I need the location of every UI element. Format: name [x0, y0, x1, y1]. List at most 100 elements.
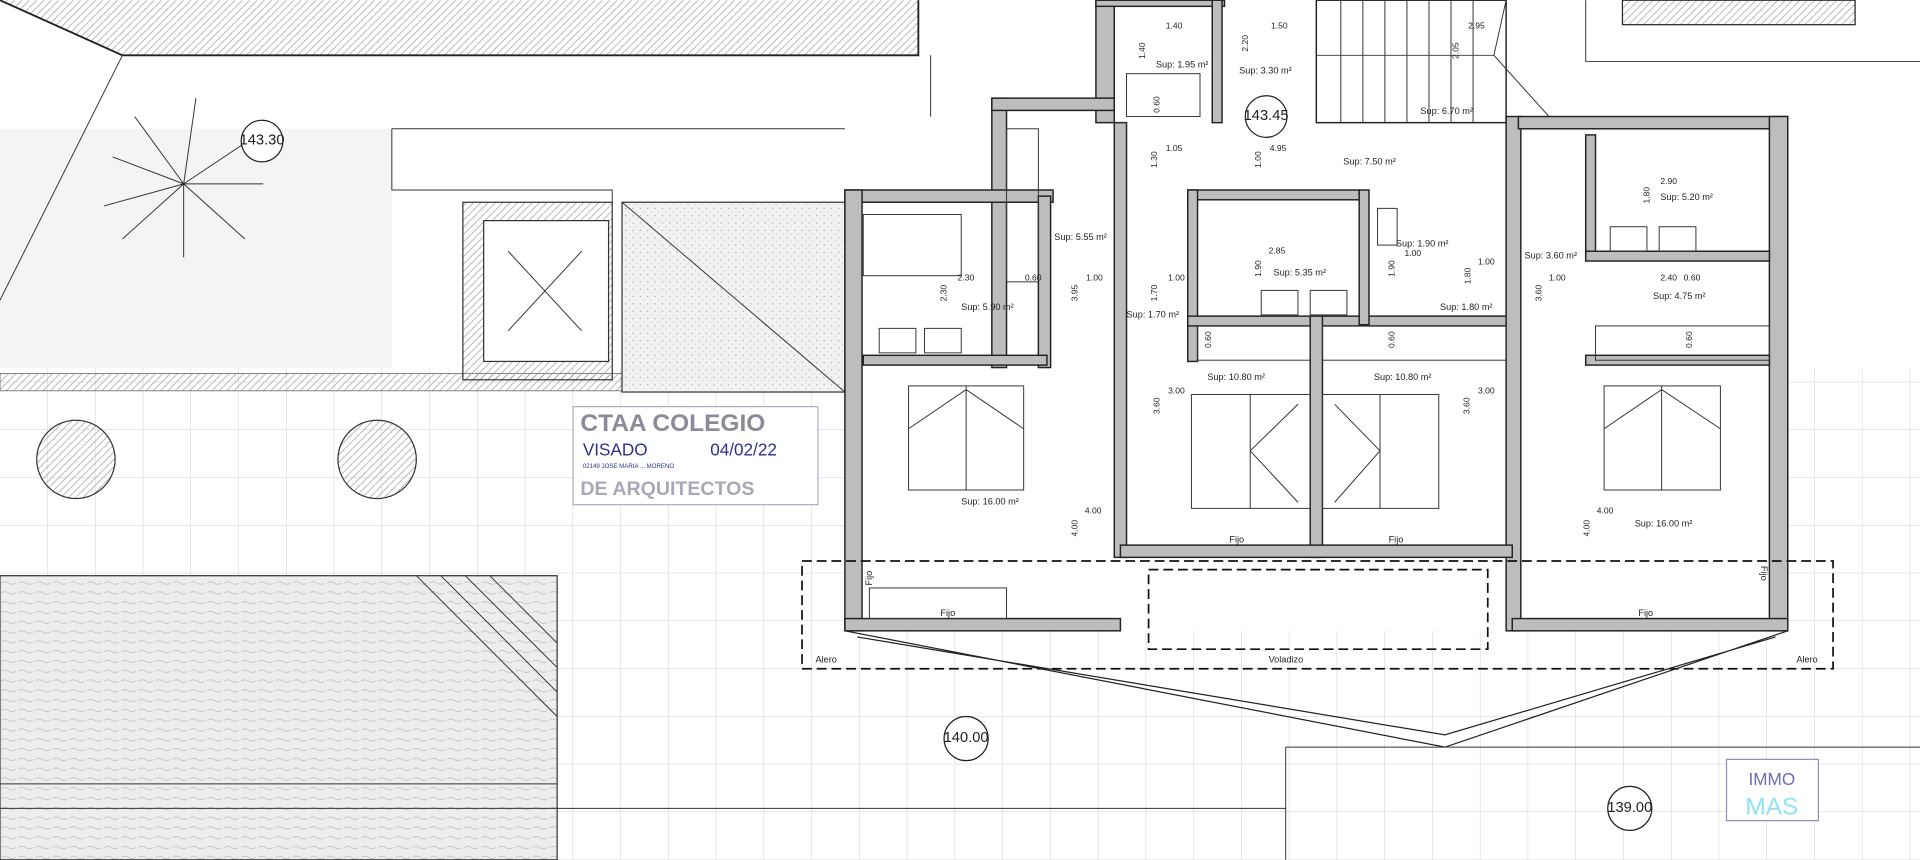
visado-stamp: CTAA COLEGIO VISADO 04/02/22 02149 JOSE … — [572, 406, 819, 506]
svg-text:Fijo: Fijo — [1638, 608, 1653, 618]
svg-text:1.05: 1.05 — [1166, 143, 1183, 153]
svg-text:MAS: MAS — [1745, 793, 1798, 820]
svg-text:1.00: 1.00 — [1168, 273, 1185, 283]
svg-text:Sup: 5.35 m²: Sup: 5.35 m² — [1273, 268, 1326, 278]
svg-text:2.05: 2.05 — [1450, 42, 1460, 59]
wardrobes — [1006, 73, 1770, 361]
palm-tree-icon — [103, 98, 264, 258]
walls — [844, 0, 1789, 632]
planter — [36, 419, 116, 500]
svg-text:0.60: 0.60 — [1387, 331, 1397, 348]
svg-text:Fijo: Fijo — [1389, 535, 1404, 545]
svg-text:1.80: 1.80 — [1641, 187, 1651, 204]
elevation-label: 140.00 — [944, 730, 989, 746]
svg-text:3.60: 3.60 — [1461, 397, 1471, 414]
svg-text:Sup: 1.90 m²: Sup: 1.90 m² — [1396, 238, 1449, 248]
svg-text:IMMO: IMMO — [1749, 769, 1796, 789]
svg-text:Sup: 16.00 m²: Sup: 16.00 m² — [961, 497, 1019, 507]
svg-text:3.00: 3.00 — [1478, 385, 1495, 395]
svg-text:Sup: 5.90 m²: Sup: 5.90 m² — [961, 302, 1014, 312]
svg-text:Fijo: Fijo — [1229, 535, 1244, 545]
svg-text:4.00: 4.00 — [1070, 520, 1080, 537]
svg-text:0.60: 0.60 — [1203, 331, 1213, 348]
svg-text:2.90: 2.90 — [1660, 176, 1677, 186]
svg-text:1.00: 1.00 — [1253, 151, 1263, 168]
cantilever-outline — [1147, 568, 1489, 651]
svg-text:2.30: 2.30 — [958, 273, 975, 283]
svg-text:Sup: 1.70 m²: Sup: 1.70 m² — [1127, 309, 1180, 319]
svg-text:0.60: 0.60 — [1684, 331, 1694, 348]
planter — [337, 419, 417, 500]
svg-text:2.95: 2.95 — [1468, 20, 1485, 30]
svg-text:0.60: 0.60 — [1152, 96, 1162, 113]
staircase — [1315, 0, 1550, 124]
svg-text:Fijo: Fijo — [864, 571, 874, 586]
svg-text:Fijo: Fijo — [940, 608, 955, 618]
svg-text:Sup: 16.00 m²: Sup: 16.00 m² — [1635, 519, 1693, 529]
svg-text:0.60: 0.60 — [1025, 273, 1042, 283]
stamp-architect: 02149 JOSE MARIA ... MORENO — [583, 463, 675, 470]
svg-text:1.90: 1.90 — [1253, 260, 1263, 277]
beds — [868, 385, 1721, 620]
elevation-marker-143-45: 143.45 — [1244, 95, 1289, 138]
svg-text:3.60: 3.60 — [1152, 397, 1162, 414]
svg-text:Sup: 10.80 m²: Sup: 10.80 m² — [1207, 372, 1265, 382]
svg-text:0.60: 0.60 — [1684, 273, 1701, 283]
svg-text:1.90: 1.90 — [1387, 260, 1397, 277]
svg-text:1.40: 1.40 — [1166, 20, 1183, 30]
svg-text:1.50: 1.50 — [1271, 20, 1288, 30]
svg-text:4.95: 4.95 — [1270, 143, 1287, 153]
svg-text:2.30: 2.30 — [939, 285, 949, 302]
eave-outline — [801, 560, 1834, 670]
svg-text:Alero: Alero — [1796, 655, 1817, 665]
svg-text:1.80: 1.80 — [1463, 267, 1473, 284]
terrace-edge — [0, 0, 920, 57]
elevation-marker-140-00: 140.00 — [943, 715, 989, 762]
stamp-org: CTAA COLEGIO — [580, 410, 765, 437]
annotation-labels: Fijo Fijo Fijo Fijo Fijo Fijo Alero Aler… — [816, 535, 1818, 665]
svg-text:3.00: 3.00 — [1168, 385, 1185, 395]
elevation-label: 139.00 — [1607, 800, 1652, 816]
svg-text:Sup: 1.95 m²: Sup: 1.95 m² — [1156, 60, 1209, 70]
elevation-label: 143.30 — [240, 133, 285, 149]
svg-text:4.00: 4.00 — [1597, 505, 1614, 515]
room-labels: Sup: 1.95 m² Sup: 3.30 m² Sup: 6.70 m² S… — [961, 60, 1713, 529]
bathroom-fixtures — [862, 207, 1697, 354]
svg-text:3.95: 3.95 — [1070, 285, 1080, 302]
svg-text:1.70: 1.70 — [1149, 285, 1159, 302]
svg-text:Sup: 10.80 m²: Sup: 10.80 m² — [1374, 372, 1432, 382]
dimension-labels: 1.40 1.40 1.50 2.20 2.95 2.05 0.60 1.05 … — [939, 20, 1701, 536]
upper-terrace — [0, 128, 392, 368]
elevation-label: 143.45 — [1244, 108, 1289, 124]
svg-text:Sup: 5.20 m²: Sup: 5.20 m² — [1660, 192, 1713, 202]
svg-text:1.00: 1.00 — [1478, 257, 1495, 267]
svg-text:Sup: 4.75 m²: Sup: 4.75 m² — [1653, 291, 1706, 301]
svg-text:Fijo: Fijo — [1759, 566, 1769, 581]
svg-text:2.20: 2.20 — [1240, 35, 1250, 52]
svg-text:Voladizo: Voladizo — [1269, 655, 1304, 665]
svg-text:2.40: 2.40 — [1660, 273, 1677, 283]
stamp-org-line2: DE ARQUITECTOS — [580, 478, 754, 500]
svg-text:Sup: 5.55 m²: Sup: 5.55 m² — [1054, 232, 1107, 242]
elevation-marker-143-30: 143.30 — [240, 119, 285, 163]
svg-text:4.00: 4.00 — [1581, 520, 1591, 537]
svg-text:Sup: 3.30 m²: Sup: 3.30 m² — [1239, 66, 1292, 76]
svg-text:1.00: 1.00 — [1404, 248, 1421, 258]
svg-text:1.30: 1.30 — [1149, 151, 1159, 168]
svg-text:Sup: 3.60 m²: Sup: 3.60 m² — [1524, 251, 1577, 261]
svg-text:Alero: Alero — [816, 655, 837, 665]
pool — [0, 575, 558, 860]
svg-text:4.00: 4.00 — [1085, 505, 1102, 515]
immomas-logo: IMMO MAS — [1725, 758, 1819, 822]
svg-text:1.40: 1.40 — [1137, 42, 1147, 59]
svg-text:Sup: 6.70 m²: Sup: 6.70 m² — [1420, 106, 1473, 116]
svg-text:1.00: 1.00 — [1549, 273, 1566, 283]
svg-text:Sup: 7.50 m²: Sup: 7.50 m² — [1343, 156, 1396, 166]
svg-text:2.85: 2.85 — [1269, 246, 1286, 256]
elevation-marker-139-00: 139.00 — [1607, 785, 1653, 832]
stamp-visado: VISADO — [583, 440, 648, 460]
svg-text:1.00: 1.00 — [1086, 273, 1103, 283]
svg-text:Sup: 1.80 m²: Sup: 1.80 m² — [1440, 302, 1493, 312]
stamp-date: 04/02/22 — [710, 440, 777, 460]
